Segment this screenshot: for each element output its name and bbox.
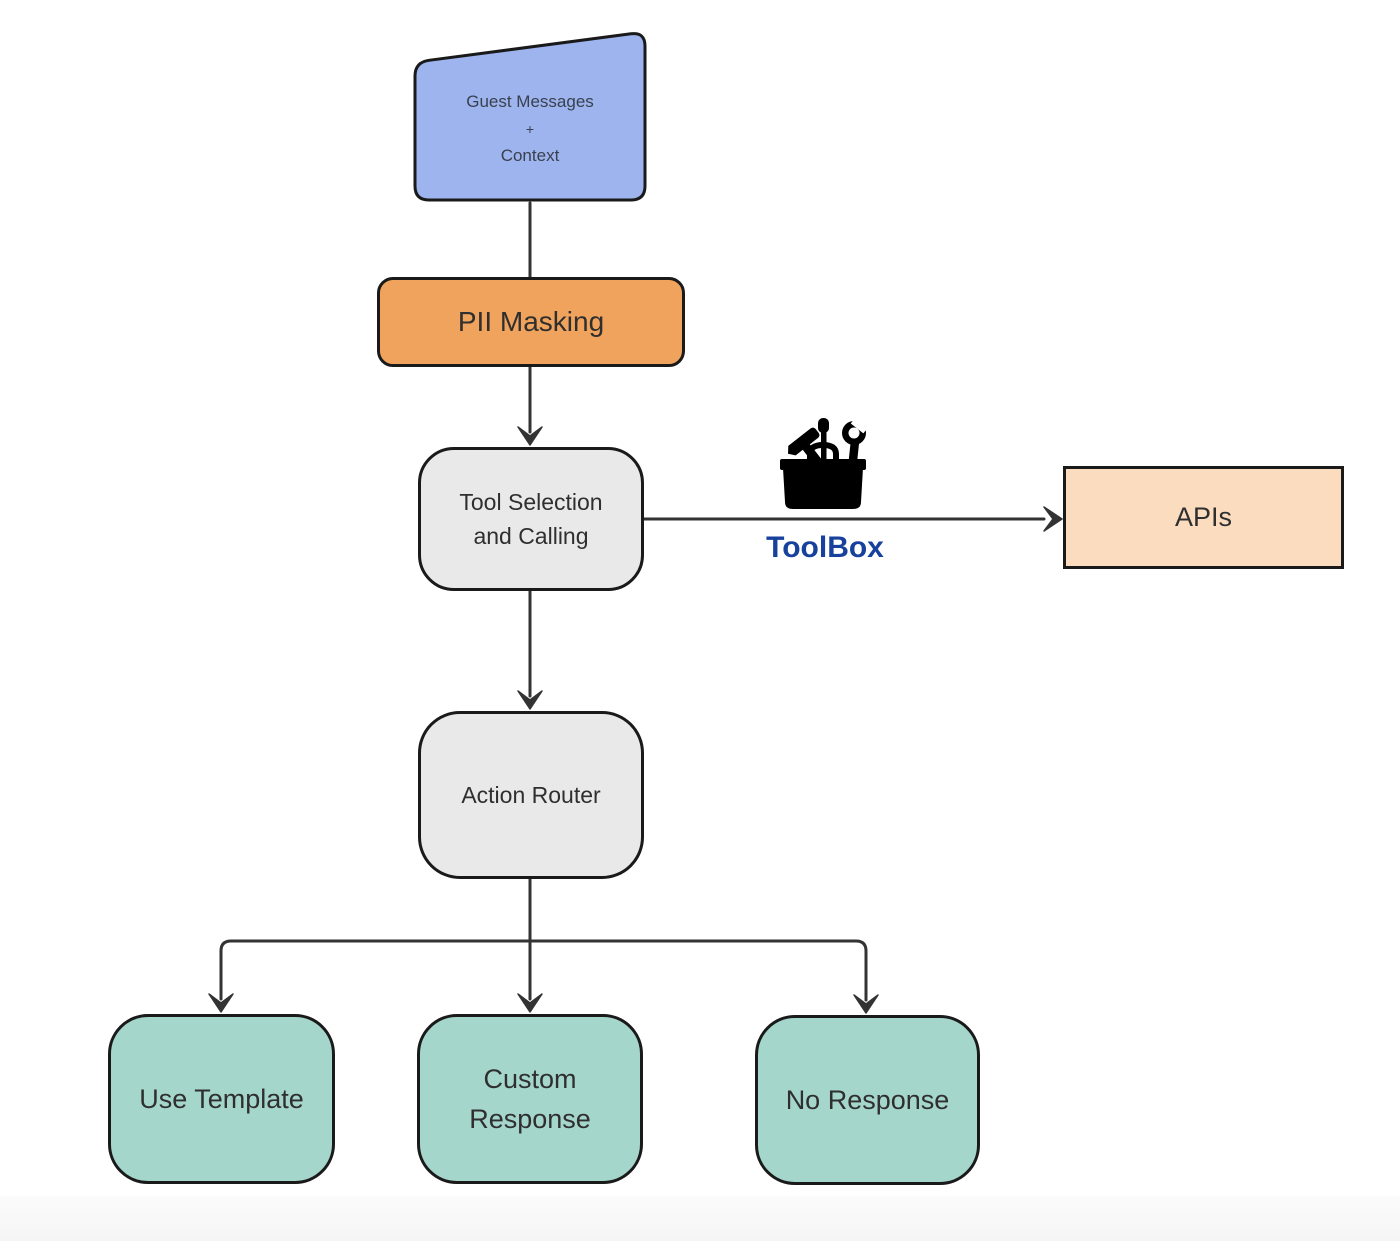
- toolbox-rim: [780, 459, 866, 470]
- node-apis: APIs: [1063, 466, 1344, 569]
- node-no-response: No Response: [755, 1015, 980, 1185]
- node-use-template: Use Template: [108, 1014, 335, 1184]
- guest-messages-shape-path: [413, 32, 647, 202]
- node-custom-response-label: Custom Response: [469, 1064, 591, 1134]
- node-tool-selection: Tool Selection and Calling: [418, 447, 644, 591]
- node-action-router: Action Router: [418, 711, 644, 879]
- guest-messages-line1: Guest Messages: [466, 92, 594, 111]
- node-pii-masking: PII Masking: [377, 277, 685, 367]
- toolbox-edge-label: ToolBox: [766, 531, 884, 564]
- manual-input-shape: [413, 32, 647, 202]
- arrowhead-into-no-response: [853, 994, 879, 1014]
- arrowhead-into-tool: [517, 426, 543, 446]
- edge-branch-to-no-response: [528, 939, 868, 1002]
- node-pii-masking-label: PII Masking: [457, 306, 605, 337]
- arrowhead-into-action: [517, 690, 543, 710]
- arrowhead-into-custom: [517, 993, 543, 1013]
- toolbox-handle: [807, 441, 839, 462]
- arrowhead-into-apis: [1043, 506, 1063, 532]
- toolbox-body: [783, 468, 863, 509]
- guest-messages-line2: +: [525, 121, 535, 137]
- node-custom-response: Custom Response: [417, 1014, 643, 1184]
- node-guest-messages-label: Guest Messages + Context: [413, 88, 647, 170]
- node-no-response-label: No Response: [785, 1085, 950, 1115]
- node-apis-label: APIs: [1174, 502, 1233, 532]
- node-use-template-label: Use Template: [139, 1084, 304, 1114]
- screwdriver-glyph: [818, 418, 829, 463]
- page-bottom-strip: [0, 1196, 1400, 1241]
- node-guest-messages: Guest Messages + Context: [413, 30, 647, 204]
- node-action-router-label: Action Router: [461, 781, 601, 808]
- arrowhead-into-use-template: [208, 993, 234, 1013]
- toolbox-icon: [773, 414, 873, 510]
- edge-branch-to-use-template: [219, 939, 532, 1001]
- guest-messages-line3: Context: [500, 146, 560, 165]
- node-tool-selection-label: Tool Selection and Calling: [459, 489, 603, 549]
